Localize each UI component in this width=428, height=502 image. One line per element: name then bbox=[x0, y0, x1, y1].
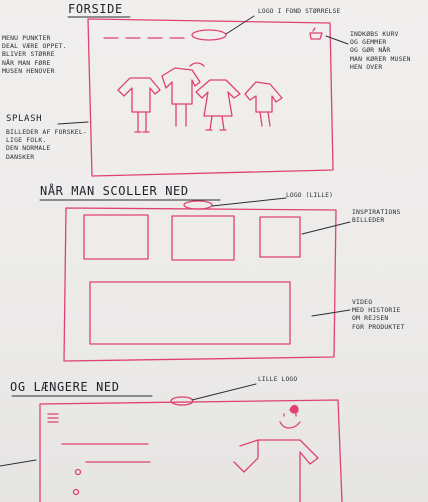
menu-icon bbox=[47, 413, 59, 423]
scroll-wireframe bbox=[63, 207, 337, 362]
splash-title: Splash bbox=[6, 114, 43, 124]
scroll-heading: Når man scoller ned bbox=[40, 184, 189, 198]
small-logo-note: Logo (lille) bbox=[286, 192, 334, 199]
small-logo-oval-icon bbox=[183, 200, 213, 210]
splash-description: Billeder af forskel- lige folk. Den norm… bbox=[6, 128, 87, 161]
tiny-logo-oval-icon bbox=[170, 396, 194, 406]
further-down-wireframe bbox=[39, 399, 343, 502]
frontpage-wireframe bbox=[87, 18, 334, 177]
cart-note: Indkøbs kurv og gemmer og gør når man kø… bbox=[350, 30, 411, 71]
inspiration-box-2 bbox=[171, 215, 235, 261]
splash-people-drawing bbox=[117, 62, 283, 133]
logo-oval-icon bbox=[191, 29, 227, 41]
tiny-logo-note: Lille logo bbox=[258, 376, 298, 383]
inspiration-box-3 bbox=[259, 216, 301, 258]
logo-note: Logo i fond størrelse bbox=[258, 8, 341, 15]
inspiration-note: Inspirations billeder bbox=[352, 208, 401, 225]
further-down-heading: Og længere ned bbox=[10, 380, 120, 394]
menu-note: Menu punkter deal være oppet. Bliver stø… bbox=[2, 34, 67, 75]
cart-icon bbox=[309, 27, 323, 40]
inspiration-box-1 bbox=[83, 214, 149, 260]
video-box bbox=[89, 281, 291, 345]
frontpage-heading: Forside bbox=[68, 2, 123, 16]
video-note: Video med historie om rejsen for produkt… bbox=[352, 298, 405, 331]
